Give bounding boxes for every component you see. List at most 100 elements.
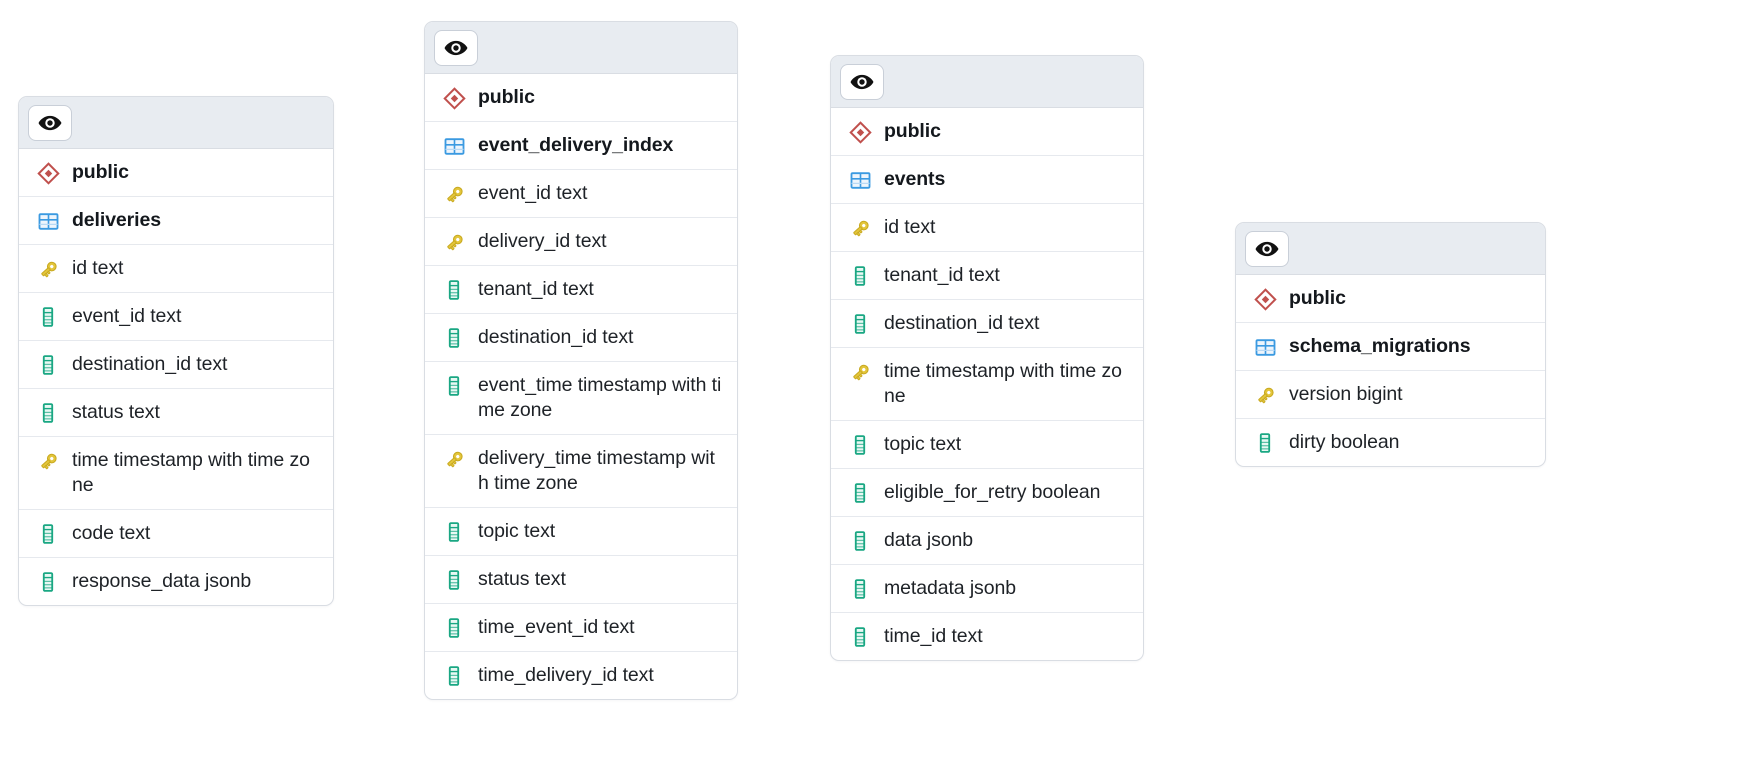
- eye-icon: [443, 35, 469, 61]
- schema-icon: [847, 120, 873, 144]
- column-label: event_id text: [72, 305, 182, 327]
- column-label: time_event_id text: [478, 616, 635, 638]
- column-row[interactable]: destination_id text: [425, 314, 737, 362]
- table-card-event_delivery_index[interactable]: public event_delivery_index event_id text d…: [424, 21, 738, 700]
- column-icon: [441, 664, 467, 688]
- schema-row[interactable]: public: [831, 108, 1143, 156]
- toggle-visibility-button[interactable]: [434, 29, 478, 66]
- column-icon: [35, 401, 61, 425]
- column-row[interactable]: event_time timestamp with time zone: [425, 362, 737, 435]
- column-row[interactable]: id text: [831, 204, 1143, 252]
- column-row[interactable]: topic text: [425, 508, 737, 556]
- column-label: version bigint: [1289, 383, 1403, 405]
- schema-row[interactable]: public: [425, 74, 737, 122]
- column-label: tenant_id text: [478, 278, 594, 300]
- column-label: destination_id text: [884, 312, 1040, 334]
- column-label: time timestamp with time zone: [72, 449, 310, 496]
- column-label: id text: [884, 216, 936, 238]
- key-icon: [441, 230, 467, 254]
- column-row[interactable]: time timestamp with time zone: [19, 437, 333, 510]
- column-label: destination_id text: [72, 353, 228, 375]
- table-name-row[interactable]: deliveries: [19, 197, 333, 245]
- column-row[interactable]: eligible_for_retry boolean: [831, 469, 1143, 517]
- schema-icon: [35, 161, 61, 185]
- key-icon: [847, 360, 873, 384]
- column-label: time_id text: [884, 625, 983, 647]
- column-icon: [441, 616, 467, 640]
- table-icon: [35, 209, 61, 233]
- column-row[interactable]: id text: [19, 245, 333, 293]
- schema-name: public: [478, 86, 535, 108]
- column-row[interactable]: tenant_id text: [425, 266, 737, 314]
- table-card-events[interactable]: public events id text tenant_id text destina…: [830, 55, 1144, 661]
- column-row[interactable]: data jsonb: [831, 517, 1143, 565]
- column-icon: [35, 305, 61, 329]
- column-label: topic text: [478, 520, 556, 542]
- eye-icon: [849, 69, 875, 95]
- column-icon: [441, 278, 467, 302]
- column-label: event_time timestamp with time zone: [478, 374, 722, 421]
- column-icon: [441, 374, 467, 398]
- card-body: public event_delivery_index event_id text d…: [425, 74, 737, 699]
- schema-row[interactable]: public: [19, 149, 333, 197]
- column-row[interactable]: time_event_id text: [425, 604, 737, 652]
- table-name: events: [884, 168, 946, 190]
- column-row[interactable]: delivery_id text: [425, 218, 737, 266]
- column-row[interactable]: metadata jsonb: [831, 565, 1143, 613]
- column-row[interactable]: time_delivery_id text: [425, 652, 737, 699]
- table-name-row[interactable]: events: [831, 156, 1143, 204]
- column-label: time_delivery_id text: [478, 664, 654, 686]
- schema-name: public: [884, 120, 941, 142]
- toggle-visibility-button[interactable]: [28, 104, 72, 141]
- column-row[interactable]: dirty boolean: [1236, 419, 1545, 466]
- column-label: destination_id text: [478, 326, 634, 348]
- table-name-row[interactable]: event_delivery_index: [425, 122, 737, 170]
- table-icon: [847, 168, 873, 192]
- column-row[interactable]: delivery_time timestamp with time zone: [425, 435, 737, 508]
- column-label: topic text: [884, 433, 962, 455]
- column-row[interactable]: event_id text: [425, 170, 737, 218]
- column-row[interactable]: topic text: [831, 421, 1143, 469]
- column-row[interactable]: code text: [19, 510, 333, 558]
- column-label: delivery_time timestamp with time zone: [478, 447, 715, 494]
- column-icon: [1252, 431, 1278, 455]
- column-row[interactable]: time timestamp with time zone: [831, 348, 1143, 421]
- column-row[interactable]: tenant_id text: [831, 252, 1143, 300]
- table-name: event_delivery_index: [478, 134, 674, 156]
- table-name: deliveries: [72, 209, 161, 231]
- column-label: tenant_id text: [884, 264, 1000, 286]
- column-label: response_data jsonb: [72, 570, 252, 592]
- key-icon: [1252, 383, 1278, 407]
- column-label: status text: [72, 401, 160, 423]
- schema-row[interactable]: public: [1236, 275, 1545, 323]
- card-header: [425, 22, 737, 74]
- table-name-row[interactable]: schema_migrations: [1236, 323, 1545, 371]
- card-body: public deliveries id text event_id text dest…: [19, 149, 333, 605]
- column-row[interactable]: destination_id text: [19, 341, 333, 389]
- schema-name: public: [72, 161, 129, 183]
- column-label: delivery_id text: [478, 230, 607, 252]
- column-row[interactable]: response_data jsonb: [19, 558, 333, 605]
- column-row[interactable]: version bigint: [1236, 371, 1545, 419]
- toggle-visibility-button[interactable]: [1245, 230, 1289, 267]
- column-row[interactable]: destination_id text: [831, 300, 1143, 348]
- card-header: [1236, 223, 1545, 275]
- column-row[interactable]: status text: [19, 389, 333, 437]
- key-icon: [35, 449, 61, 473]
- key-icon: [441, 447, 467, 471]
- card-header: [831, 56, 1143, 108]
- column-row[interactable]: status text: [425, 556, 737, 604]
- column-icon: [847, 481, 873, 505]
- column-label: eligible_for_retry boolean: [884, 481, 1101, 503]
- toggle-visibility-button[interactable]: [840, 63, 884, 100]
- table-card-deliveries[interactable]: public deliveries id text event_id text dest…: [18, 96, 334, 606]
- column-row[interactable]: event_id text: [19, 293, 333, 341]
- column-label: metadata jsonb: [884, 577, 1016, 599]
- column-label: id text: [72, 257, 124, 279]
- column-label: dirty boolean: [1289, 431, 1400, 453]
- column-row[interactable]: time_id text: [831, 613, 1143, 660]
- column-icon: [847, 264, 873, 288]
